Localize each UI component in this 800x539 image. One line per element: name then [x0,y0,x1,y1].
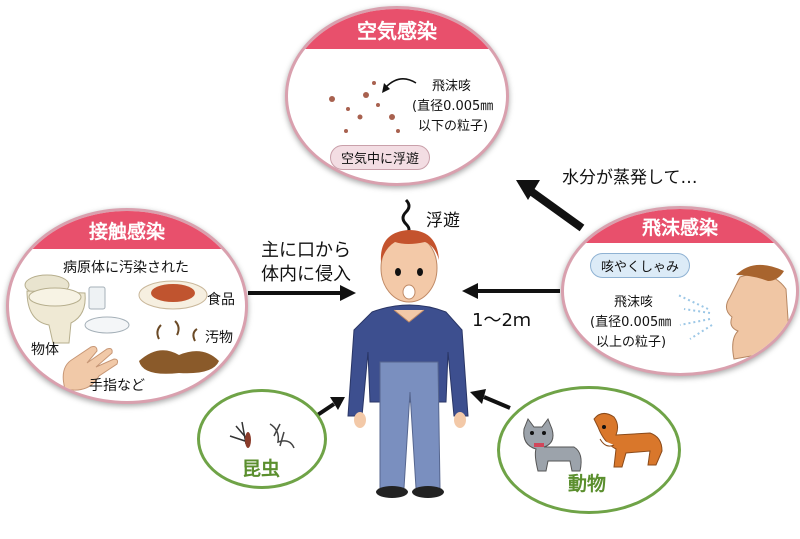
animals-circle: 動物 [497,386,681,514]
insects-circle: 昆虫 [197,389,327,489]
mosquito-icon [229,421,295,449]
droplet-badge: 咳やくしゃみ [590,253,691,278]
droplet-label: 飛沫咳 [614,295,654,310]
entry-route-line1: 主に口から [261,240,351,261]
filth-icon [139,320,219,374]
distance-label: 1～2ｍ [472,310,531,331]
animals-label: 動物 [568,473,607,495]
cat-icon [523,417,582,472]
contact-fingers-label: 手指など [89,378,145,394]
arrow-contact [248,285,356,301]
cat-dog-icon [523,413,663,472]
airborne-size-line2: 以下の粒子) [418,119,489,134]
person-body [347,304,469,498]
toilet-icon [24,274,86,344]
droplet-title: 飛沫感染 [564,209,796,243]
airborne-circle: 空気感染 飛沫咳 (直径0.005㎜ 以下の粒子) 空気中に浮遊 [285,6,509,186]
insects-label: 昆虫 [242,458,281,480]
floating-label: 浮遊 [426,211,460,231]
cup-plate-icon [84,286,130,334]
airborne-floating-badge: 空気中に浮遊 [330,145,431,170]
coughing-person-icon [677,264,791,360]
contact-object-label: 物体 [31,342,59,358]
person-head [380,230,439,303]
evaporation-label: 水分が蒸発して… [562,168,698,188]
contact-title: 接触感染 [9,211,245,249]
contact-subtitle: 病原体に汚染された [63,260,189,276]
arrow-droplet [462,283,560,299]
airborne-particles [329,78,417,133]
droplet-circle: 飛沫感染 咳やくしゃみ 飛沫咳 (直径0.005㎜ 以上の粒子) [561,206,799,376]
airborne-size-line1: (直径0.005㎜ [412,99,494,114]
food-icon [138,280,208,310]
airborne-droplet-label: 飛沫咳 [432,79,472,94]
arrow-animals [470,389,511,410]
entry-route-line2: 体内に侵入 [261,264,351,285]
airborne-title: 空気感染 [288,9,506,49]
dog-icon [593,413,663,468]
hand-icon [62,346,119,391]
contact-circle: 接触感染 病原体に汚染された 食品 物体 汚物 手指など [6,208,248,404]
contact-illustrations [24,274,219,391]
contact-food-label: 食品 [207,292,235,308]
droplet-size-line1: (直径0.005㎜ [590,315,672,330]
droplet-size-line2: 以上の粒子) [596,335,667,350]
contact-filth-label: 汚物 [205,330,233,346]
